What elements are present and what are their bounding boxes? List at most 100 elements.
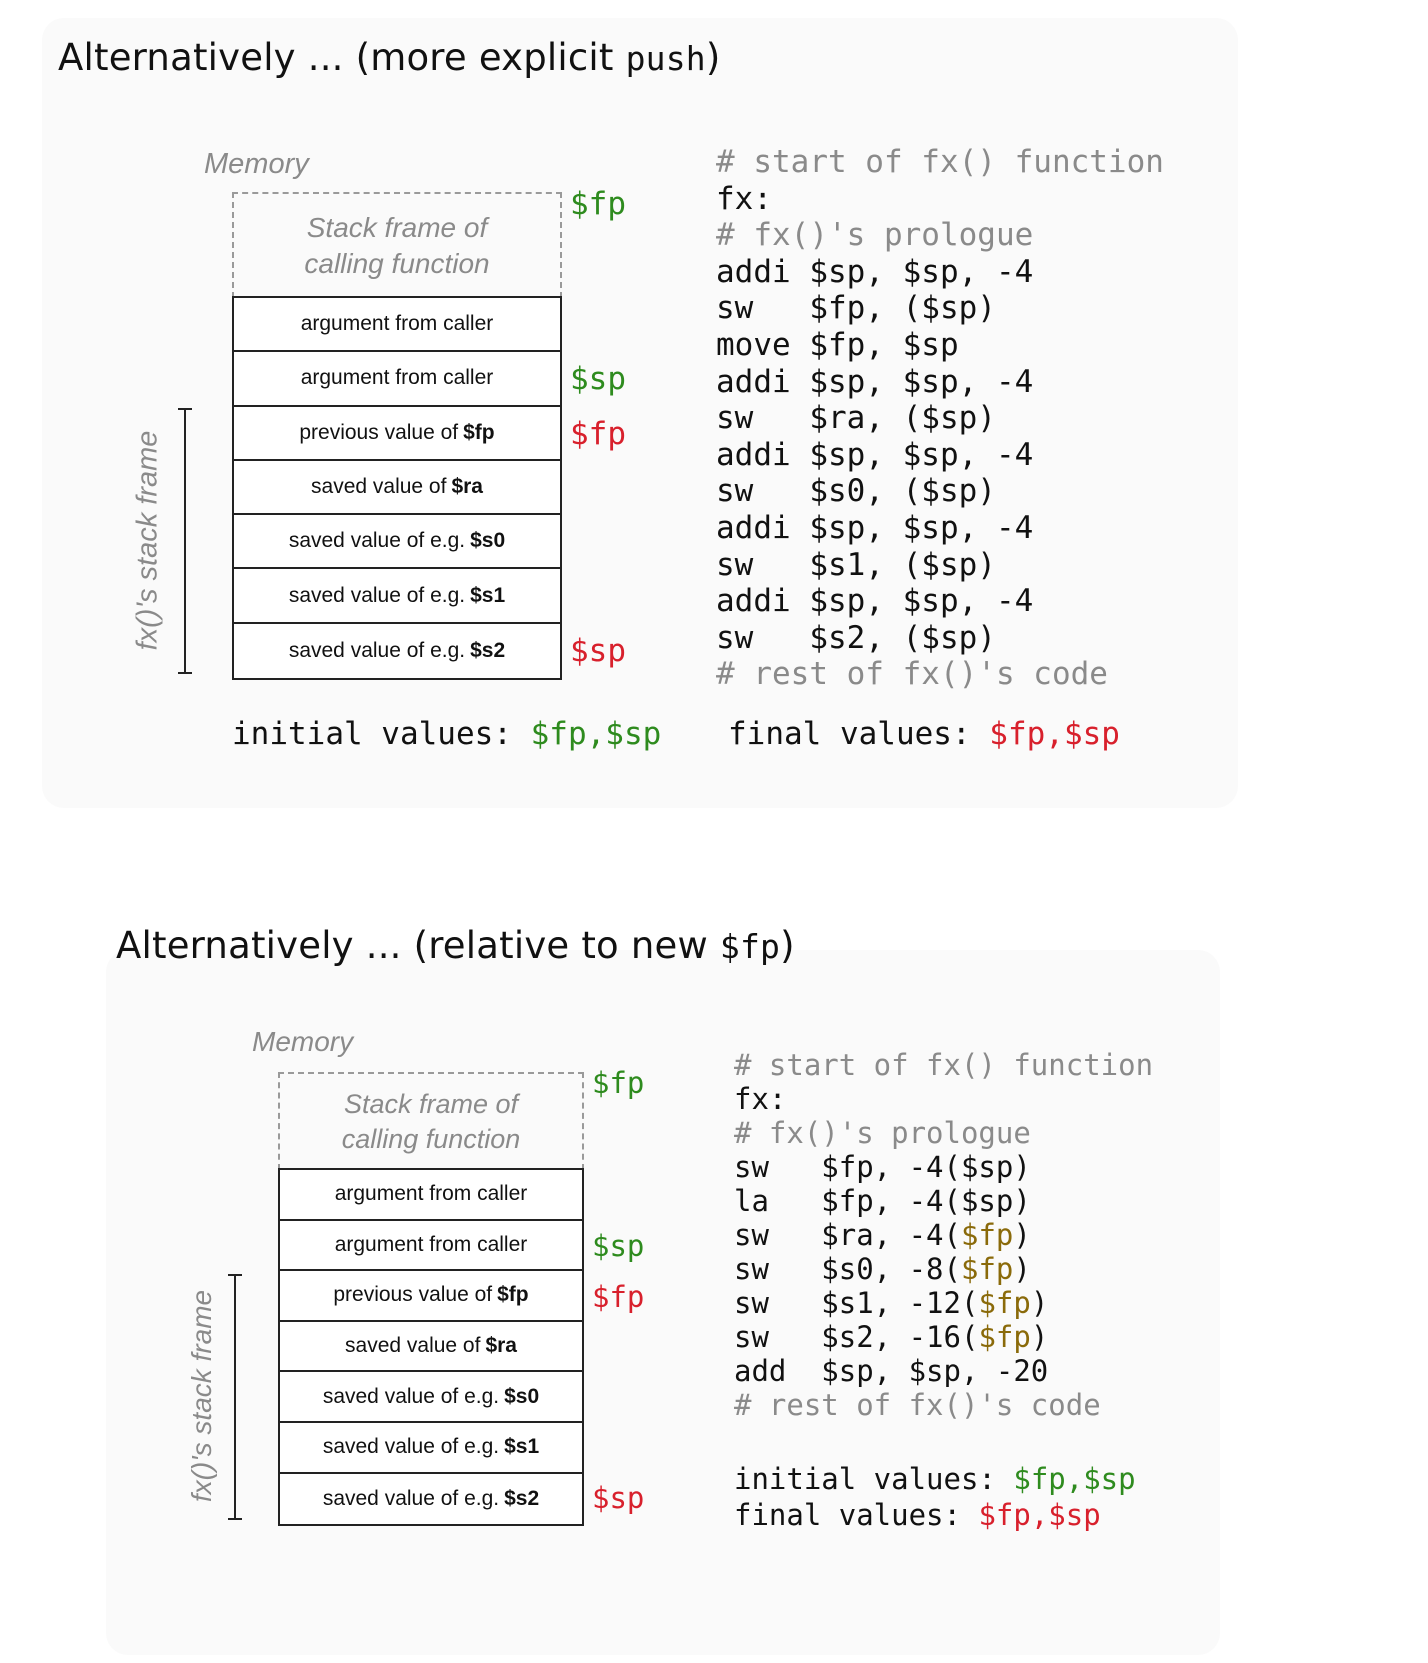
- code-text: ): [1013, 1218, 1031, 1252]
- slide1-sp-initial-pointer: $sp: [570, 361, 626, 397]
- code-text: addi $sp, $sp, -4: [716, 583, 1034, 620]
- stack-cell-text: saved value of e.g.: [288, 529, 466, 553]
- stack-cell: saved value of e.g.$s1: [234, 569, 560, 624]
- slide2-memory-stack: argument from caller argument from caller…: [278, 1168, 584, 1526]
- code-fp-register: $fp: [960, 1218, 1014, 1252]
- code-text: ): [1030, 1320, 1049, 1354]
- code-line: sw $fp, -4($sp): [734, 1150, 1153, 1184]
- code-line: add $sp, $sp, -20: [734, 1354, 1153, 1388]
- stack-cell: saved value of$ra: [234, 461, 560, 516]
- code-line: # fx()'s prologue: [734, 1116, 1153, 1150]
- stack-cell: saved value of e.g.$s2: [234, 624, 560, 678]
- code-text: addi $sp, $sp, -4: [716, 363, 1034, 400]
- slide1-final-values-label: final values:: [728, 716, 990, 752]
- stack-cell: saved value of e.g.$s0: [280, 1372, 582, 1423]
- stack-cell-register: $s0: [504, 1384, 540, 1408]
- slide1-memory-label: Memory: [204, 148, 309, 180]
- stack-cell: argument from caller: [280, 1170, 582, 1221]
- code-line: fx:: [716, 181, 1164, 218]
- stack-cell: saved value of e.g.$s0: [234, 515, 560, 570]
- code-text: sw $ra, ($sp): [716, 400, 996, 437]
- stack-cell-text: previous value of: [299, 420, 459, 444]
- code-line: sw $fp, ($sp): [716, 290, 1164, 327]
- slide2-initial-values-label: initial values:: [734, 1462, 1014, 1496]
- code-text: sw $ra, -4(: [734, 1218, 961, 1252]
- stack-cell-register: $s1: [470, 583, 506, 607]
- code-text: sw $fp, ($sp): [716, 290, 996, 327]
- slide1-sp-final-pointer: $sp: [570, 633, 626, 669]
- code-text: sw $s0, -8(: [734, 1252, 961, 1286]
- code-line: sw $s0, ($sp): [716, 473, 1164, 510]
- slide1-fp-initial-pointer: $fp: [570, 186, 626, 222]
- code-line: # start of fx() function: [734, 1048, 1153, 1082]
- slide2-fp-initial-pointer: $fp: [592, 1066, 645, 1100]
- code-text: move $fp, $sp: [716, 326, 959, 363]
- code-text: addi $sp, $sp, -4: [716, 509, 1034, 546]
- slide2-sp-initial-pointer: $sp: [592, 1229, 645, 1263]
- slide1-initial-values-regs: $fp,$sp: [530, 716, 662, 752]
- slide2-frame-label: fx()'s stack frame: [186, 1289, 217, 1503]
- slide2-title-text: Alternatively ... (relative to new: [116, 924, 720, 967]
- code-comment: # start of fx() function: [734, 1048, 1154, 1082]
- stack-cell-register: $s0: [470, 529, 506, 553]
- stack-cell: previous value of$fp: [234, 407, 560, 461]
- slide2-title-code: $fp: [719, 927, 781, 966]
- code-fp-register: $fp: [978, 1320, 1031, 1354]
- stack-cell: argument from caller: [234, 352, 560, 407]
- code-text: ): [1030, 1286, 1049, 1320]
- stack-cell-register: $ra: [451, 475, 483, 499]
- stack-cell-text: argument from caller: [334, 1232, 528, 1256]
- code-line: addi $sp, $sp, -4: [716, 510, 1164, 547]
- slide2-title: Alternatively ... (relative to new $fp): [116, 924, 795, 967]
- slide1-title-code: push: [625, 39, 706, 78]
- code-fp-register: $fp: [978, 1286, 1031, 1320]
- code-line: sw $s2, -16($fp): [734, 1320, 1153, 1354]
- slide2-initial-values-regs: $fp,$sp: [1013, 1462, 1136, 1496]
- stack-cell-text: argument from caller: [300, 312, 494, 336]
- stack-cell-text: argument from caller: [300, 366, 494, 390]
- code-line: sw $s1, -12($fp): [734, 1286, 1153, 1320]
- slide2-memory-label: Memory: [252, 1026, 354, 1057]
- stack-cell: argument from caller: [280, 1221, 582, 1272]
- slide2-final-values: final values: $fp,$sp: [734, 1498, 1101, 1532]
- code-text: sw $s0, ($sp): [716, 473, 996, 510]
- code-line: sw $s0, -8($fp): [734, 1252, 1153, 1286]
- code-comment: # rest of fx()'s code: [734, 1388, 1101, 1422]
- code-line: # fx()'s prologue: [716, 217, 1164, 254]
- slide2-initial-values: initial values: $fp,$sp: [734, 1462, 1136, 1496]
- stack-cell-register: $fp: [463, 420, 495, 444]
- code-line: sw $ra, ($sp): [716, 400, 1164, 437]
- stack-cell-register: $s2: [504, 1486, 540, 1510]
- slide1-title-text: Alternatively ... (more explicit: [58, 36, 626, 79]
- code-comment: # start of fx() function: [716, 144, 1164, 180]
- code-line: sw $s2, ($sp): [716, 620, 1164, 657]
- slide2-final-values-regs: $fp,$sp: [978, 1498, 1101, 1532]
- code-text: addi $sp, $sp, -4: [716, 436, 1034, 473]
- stack-cell-register: $s1: [504, 1435, 540, 1459]
- code-comment: # rest of fx()'s code: [716, 656, 1108, 693]
- slide1-initial-values: initial values: $fp,$sp: [232, 716, 661, 752]
- slide2-frame-bracket: [228, 1274, 242, 1520]
- code-text: addi $sp, $sp, -4: [716, 253, 1034, 290]
- slide2-sp-final-pointer: $sp: [592, 1481, 645, 1515]
- stack-cell: saved value of e.g.$s2: [280, 1474, 582, 1525]
- stack-cell-text: saved value of: [311, 475, 447, 499]
- code-text: sw $s1, -12(: [734, 1286, 979, 1320]
- code-text: sw $s2, ($sp): [716, 619, 996, 656]
- stack-cell-text: saved value of: [345, 1334, 481, 1358]
- slide2-final-values-label: final values:: [734, 1498, 979, 1532]
- stack-cell: saved value of$ra: [280, 1322, 582, 1373]
- code-line: addi $sp, $sp, -4: [716, 254, 1164, 291]
- slide1-caller-stack-frame: Stack frame of calling function: [232, 192, 562, 298]
- stack-cell-text: saved value of e.g.: [322, 1486, 500, 1510]
- code-line: addi $sp, $sp, -4: [716, 583, 1164, 620]
- code-line: sw $s1, ($sp): [716, 547, 1164, 584]
- slide1-final-values: final values: $fp,$sp: [728, 716, 1120, 752]
- slide1-initial-values-label: initial values:: [232, 716, 531, 752]
- slide1-title-close: ): [705, 36, 721, 79]
- slide1-final-values-regs: $fp,$sp: [989, 716, 1120, 752]
- stack-cell-text: saved value of e.g.: [322, 1435, 500, 1459]
- code-line: # start of fx() function: [716, 144, 1164, 181]
